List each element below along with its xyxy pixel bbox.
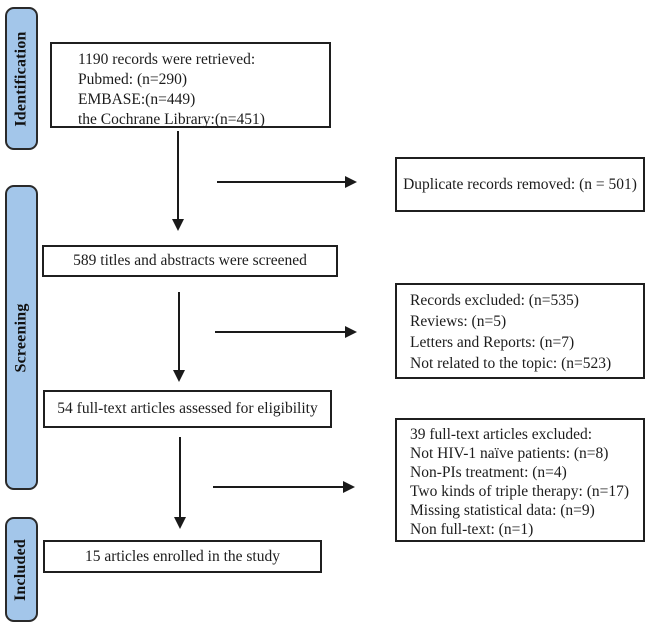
box-fulltext-excluded-line: Two kinds of triple therapy: (n=17) <box>410 483 630 500</box>
stage-label-included-text: Included <box>12 538 30 601</box>
stage-label-screening: Screening <box>5 185 38 490</box>
box-fulltext-excluded: 39 full-text articles excluded: Not HIV-… <box>395 418 645 542</box>
arrow-line <box>217 181 345 183</box>
box-duplicates-removed-text: Duplicate records removed: (n = 501) <box>403 175 637 193</box>
stage-label-identification: Identification <box>5 7 38 150</box>
arrow-line <box>179 437 181 517</box>
arrow-line <box>213 486 343 488</box>
box-fulltext-excluded-line: Missing statistical data: (n=9) <box>410 502 595 519</box>
box-fulltext-assessed-text: 54 full-text articles assessed for eligi… <box>57 400 318 417</box>
stage-label-screening-text: Screening <box>12 302 30 373</box>
box-fulltext-excluded-line: Non-PIs treatment: (n=4) <box>410 464 567 481</box>
stage-label-included: Included <box>5 517 38 622</box>
box-fulltext-excluded-line: Non full-text: (n=1) <box>410 521 534 538</box>
box-articles-enrolled: 15 articles enrolled in the study <box>43 540 322 573</box>
arrow-line <box>215 331 345 333</box>
box-records-retrieved-line: Pubmed: (n=290) <box>78 71 188 88</box>
arrow-head-down-icon <box>173 370 185 382</box>
box-fulltext-excluded-line: Not HIV-1 naïve patients: (n=8) <box>410 445 609 462</box>
box-titles-screened-text: 589 titles and abstracts were screened <box>73 252 307 269</box>
box-records-excluded-line: Records excluded: (n=535) <box>410 292 579 309</box>
arrow-head-right-icon <box>343 481 355 493</box>
box-records-retrieved-line: the Cochrane Library:(n=451) <box>78 111 265 128</box>
arrow-line <box>177 131 179 219</box>
box-records-retrieved: 1190 records were retrieved: Pubmed: (n=… <box>50 42 331 128</box>
box-records-excluded-line: Not related to the topic: (n=523) <box>410 355 612 372</box>
box-records-excluded-line: Reviews: (n=5) <box>410 313 507 330</box>
box-articles-enrolled-text: 15 articles enrolled in the study <box>85 547 280 565</box>
box-duplicates-removed: Duplicate records removed: (n = 501) <box>395 157 645 212</box>
arrow-line <box>178 292 180 370</box>
box-fulltext-assessed: 54 full-text articles assessed for eligi… <box>43 390 332 428</box>
arrow-head-right-icon <box>345 176 357 188</box>
box-records-excluded: Records excluded: (n=535) Reviews: (n=5)… <box>395 283 645 379</box>
stage-label-identification-text: Identification <box>12 30 30 127</box>
arrow-head-down-icon <box>172 219 184 231</box>
box-records-excluded-line: Letters and Reports: (n=7) <box>410 334 575 351</box>
box-records-retrieved-line: 1190 records were retrieved: <box>78 51 256 68</box>
arrow-head-down-icon <box>174 517 186 529</box>
arrow-head-right-icon <box>345 326 357 338</box>
box-records-retrieved-line: EMBASE:(n=449) <box>78 91 196 108</box>
box-fulltext-excluded-line: 39 full-text articles excluded: <box>410 426 593 443</box>
box-titles-screened: 589 titles and abstracts were screened <box>42 245 338 277</box>
